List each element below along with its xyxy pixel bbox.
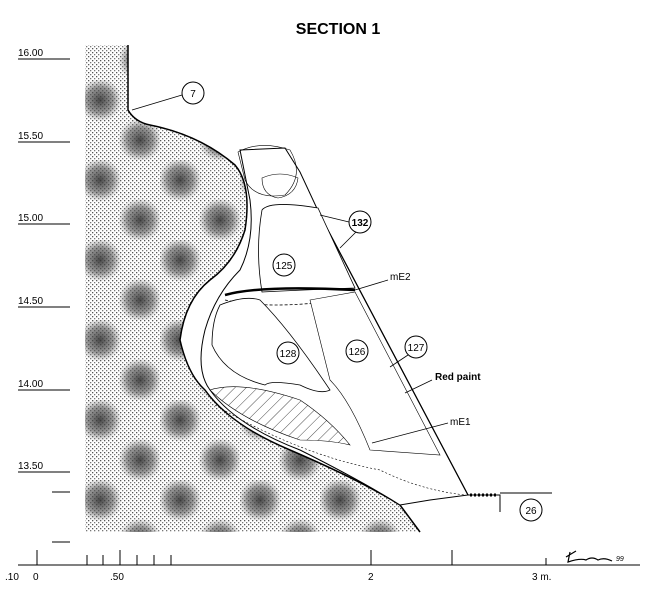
elevation-label: 15.50: [18, 131, 43, 142]
elevation-axis: 16.00 15.50 15.00 14.50 14.00 13.50: [18, 48, 70, 543]
scale-label: 3 m.: [532, 572, 551, 583]
scale-label: .10: [5, 572, 19, 583]
feature-125: 125: [276, 261, 293, 272]
elevation-label: 15.00: [18, 213, 43, 224]
scale-label: .50: [110, 572, 124, 583]
section-title: SECTION 1: [296, 21, 381, 38]
annotation-me1: mE1: [450, 417, 471, 428]
feature-labels: 7 132 125 128 126 127 26 mE2 Red paint m…: [131, 81, 543, 522]
elevation-label: 14.00: [18, 379, 43, 390]
feature-126: 126: [349, 347, 366, 358]
annotation-me2: mE2: [390, 272, 411, 283]
elevation-label: 16.00: [18, 48, 43, 59]
bedrock-surface-line: [127, 45, 421, 533]
elevation-label: 13.50: [18, 461, 43, 472]
feature-132: 132: [352, 218, 369, 229]
elevation-label: 14.50: [18, 296, 43, 307]
annotation-red-paint: Red paint: [435, 372, 481, 383]
scale-label: 2: [368, 572, 374, 583]
feature-128: 128: [280, 349, 297, 360]
scale-label: 0: [33, 572, 39, 583]
feature-127: 127: [408, 343, 425, 354]
scale-bar: .10 0 .50 2 3 m. 99: [5, 550, 640, 583]
feature-26: 26: [525, 506, 537, 517]
feature-7: 7: [190, 89, 196, 100]
signature: [565, 550, 613, 563]
signature-year: 99: [616, 556, 624, 563]
